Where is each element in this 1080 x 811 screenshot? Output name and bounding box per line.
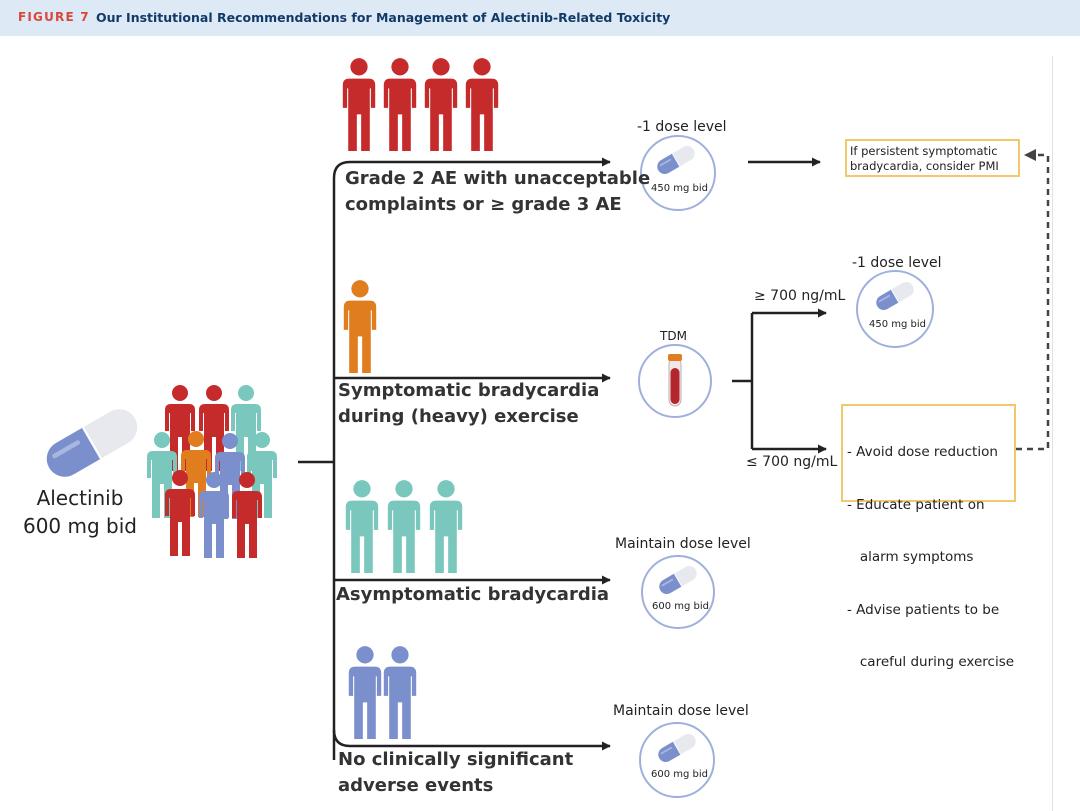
branch-arrow-1 <box>332 157 611 179</box>
branch-text: Symptomatic bradycardia <box>338 380 600 401</box>
feedback-dashed-line <box>1016 153 1050 451</box>
advice-item: - Avoid dose reduction <box>847 444 998 460</box>
branch-text: No clinically significant <box>338 749 574 770</box>
advice-item: alarm symptoms <box>847 549 974 565</box>
pill-dose-label: 600 mg bid <box>651 769 709 780</box>
pmi-text: If persistent symptomatic <box>850 144 998 158</box>
advice-box: - Avoid dose reduction - Educate patient… <box>841 404 1016 670</box>
drug-name: Alectinib <box>36 486 124 510</box>
figure-header: FIGURE 7 Our Institutional Recommendatio… <box>0 0 1080 36</box>
pill-dose-label: 600 mg bid <box>652 601 710 612</box>
person-icon <box>342 58 376 152</box>
dose-circle-3 <box>641 555 715 629</box>
branch-label-no-events: No clinically significant adverse events <box>338 747 573 799</box>
drug-capsule-icon <box>40 403 144 484</box>
dose-level-label: -1 dose level <box>637 119 727 135</box>
branch-text: adverse events <box>338 775 494 796</box>
branch-label-symptomatic: Symptomatic bradycardia during (heavy) e… <box>338 378 599 430</box>
branch-text: Grade 2 AE with unacceptable <box>345 168 651 189</box>
dose-circle-1 <box>640 135 716 211</box>
person-icon <box>465 58 499 152</box>
advice-item: - Educate patient on <box>847 496 985 513</box>
dose-circle-4 <box>639 722 715 798</box>
figure-title: Our Institutional Recommendations for Ma… <box>96 10 671 25</box>
branch-label-grade: Grade 2 AE with unacceptable complaints … <box>345 166 650 218</box>
branch-text: during (heavy) exercise <box>338 406 579 427</box>
blood-tube-icon <box>668 354 682 407</box>
dose-circle-high <box>856 270 934 348</box>
pmi-box: If persistent symptomatic bradycardia, c… <box>845 139 1020 177</box>
figure-label: FIGURE 7 <box>18 10 90 24</box>
branch-lines <box>298 157 827 760</box>
drug-label: Alectinib 600 mg bid <box>20 484 140 540</box>
pill-dose-label: 450 mg bid <box>869 319 927 330</box>
tdm-low-threshold: ≤ 700 ng/mL <box>746 454 838 470</box>
dose-level-label: -1 dose level <box>852 255 942 271</box>
branch-text: Asymptomatic bradycardia <box>336 584 610 605</box>
branch-label-asymptomatic: Asymptomatic bradycardia <box>336 582 609 608</box>
pill-dose-label: 450 mg bid <box>651 183 709 194</box>
tdm-high-threshold: ≥ 700 ng/mL <box>754 288 846 304</box>
person-icon <box>345 480 379 574</box>
person-icon <box>387 480 421 574</box>
drug-dose: 600 mg bid <box>22 514 137 538</box>
branch1-patients <box>342 58 499 152</box>
person-icon <box>383 58 417 152</box>
tdm-label: TDM <box>660 329 687 343</box>
advice-item: - Advise patients to be <box>847 601 1000 618</box>
person-icon <box>383 646 417 740</box>
person-icon <box>429 480 463 574</box>
feedback-arrow-head <box>1024 149 1036 161</box>
right-divider <box>1052 56 1053 811</box>
dose-level-label: Maintain dose level <box>613 703 749 719</box>
person-icon <box>343 280 377 374</box>
person-icon <box>424 58 458 152</box>
branch-arrow-4 <box>332 729 611 751</box>
dose-level-label: Maintain dose level <box>615 536 751 552</box>
person-icon <box>348 646 382 740</box>
branch3-patients <box>345 480 463 574</box>
advice-item: careful during exercise <box>847 654 1015 670</box>
patient-group <box>147 385 277 558</box>
pmi-text: bradycardia, consider PMI <box>850 159 999 173</box>
branch-text: complaints or ≥ grade 3 AE <box>345 194 622 215</box>
branch4-patients <box>348 646 417 740</box>
